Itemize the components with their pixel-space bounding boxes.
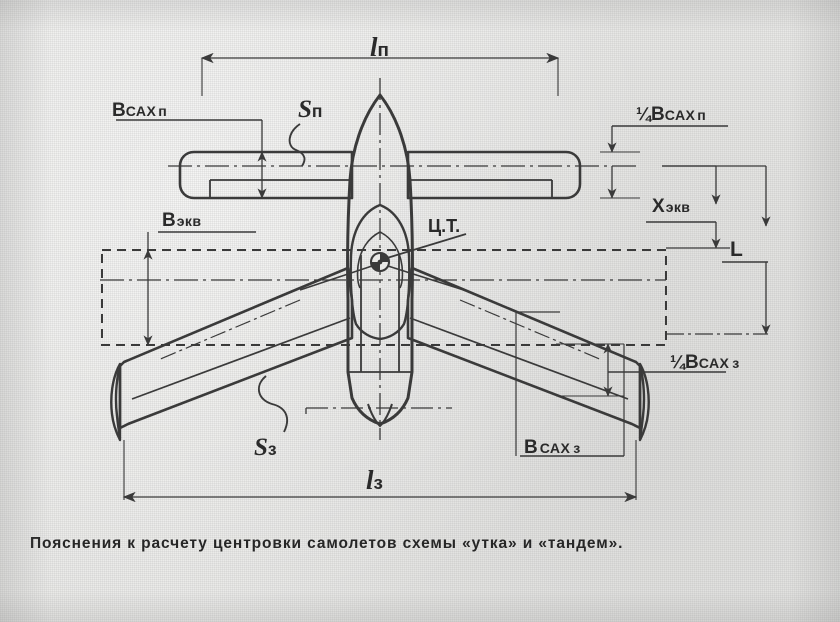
label-x-equivalent: Xэкв: [652, 196, 691, 217]
label-span-front: lп: [370, 32, 390, 62]
leader-line-area-front: [288, 123, 306, 167]
figure-caption: Пояснения к расчету центровки самолетов …: [30, 535, 624, 552]
center-of-gravity-marker: [369, 251, 391, 273]
rear-wing-left-panel: [118, 266, 354, 430]
label-distance-l: L: [730, 238, 743, 261]
rear-wing-right-panel: [406, 266, 642, 430]
right-winglet: [638, 362, 650, 442]
left-winglet: [110, 362, 122, 442]
cg-leader-line: [386, 233, 467, 259]
label-span-rear: lз: [366, 465, 384, 495]
label-center-of-gravity: Ц.Т.: [428, 216, 461, 236]
label-equivalent-chord: Bэкв: [162, 210, 202, 231]
label-area-rear: Sз: [254, 434, 277, 461]
dimension-distance-l: [662, 165, 771, 335]
label-area-front: Sп: [298, 96, 323, 123]
leader-line-area-rear: [257, 375, 289, 433]
dimension-quarter-mac-front: [600, 125, 728, 199]
dimension-mac-front: [116, 119, 348, 199]
front-wing-control-surface-line: [209, 179, 553, 197]
rear-wing-reference-centerline: [305, 407, 452, 414]
